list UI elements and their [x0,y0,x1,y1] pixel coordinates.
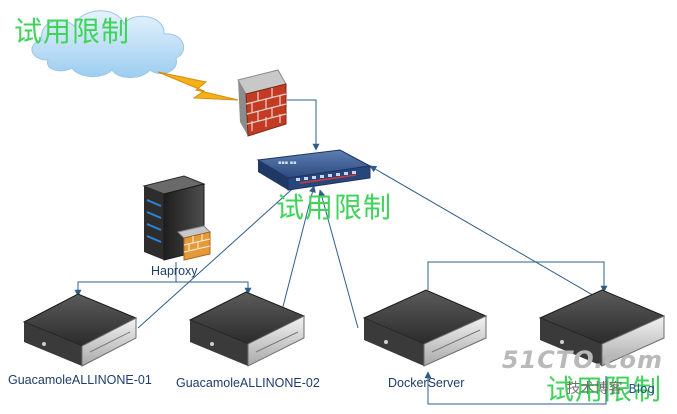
server-guac2-icon [188,291,306,367]
firewall-icon [237,69,287,137]
label-guac2: GuacamoleALLINONE-02 [176,376,320,390]
edge-guac2-router [277,185,316,327]
label-docker: DockerServer [388,376,465,390]
server-blog-icon [538,289,666,367]
edge-guac1-router [137,181,301,329]
edge-haproxy-guac2 [176,281,252,295]
site-blog-text: Blog [628,382,655,396]
server-docker-icon [362,289,488,367]
router-icon: ▪▪▪ ▪▪ [256,149,372,191]
edge-haproxy-guac1 [74,262,177,297]
watermark-top-left: 试用限制 [14,15,131,48]
watermark-bottom-right: 试用限制 [546,373,663,406]
internet-cloud-icon [31,10,185,78]
site-subtitle-text: 技术博客 [566,381,623,397]
server-guac1-icon [22,293,138,367]
haproxy-server-icon [142,175,211,261]
site-logo: 51CTO.com [501,346,663,374]
label-guac1: GuacamoleALLINONE-01 [8,373,152,387]
site-subtitle: 技术博客 Blog [566,378,655,398]
lightning-bolt-icon [157,71,239,101]
watermark-center: 试用限制 [276,191,393,224]
svg-text:▪▪▪ ▪▪: ▪▪▪ ▪▪ [278,160,297,166]
connectors [74,99,661,405]
edge-docker-server4-bottom [424,371,607,405]
edge-docker-server4-top [427,261,608,293]
edge-docker-router [318,189,359,329]
edge-firewall-router [287,99,320,151]
label-haproxy: Haproxy [151,264,198,278]
